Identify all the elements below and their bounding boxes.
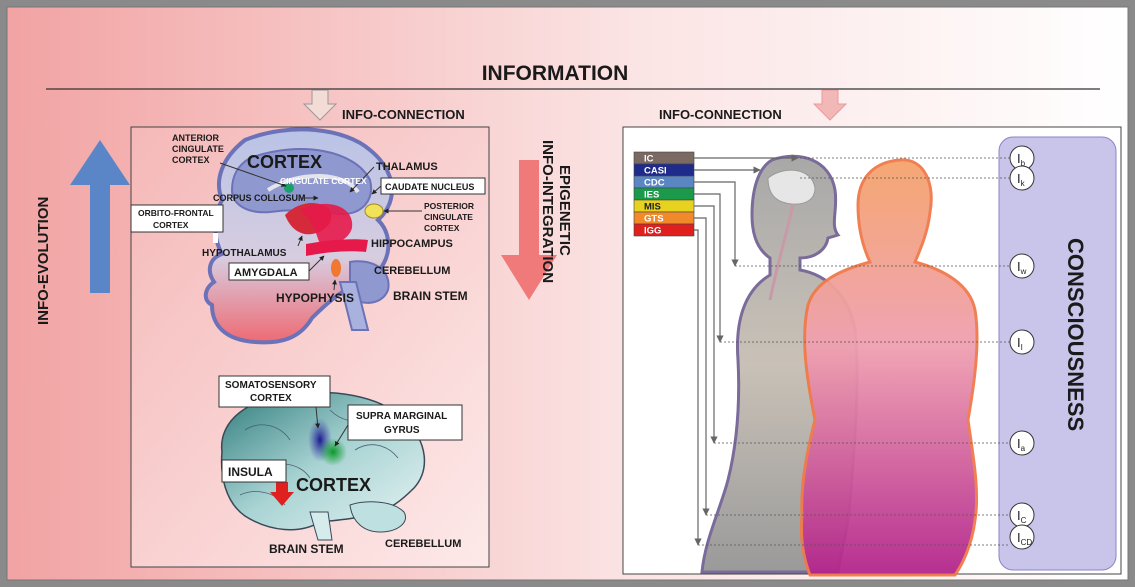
caudate-nucleus-shape [365,204,383,218]
legend-label-ies: IES [644,190,659,201]
somatosensory-label-2: CORTEX [250,393,292,404]
orbito-frontal-label-1: ORBITO-FRONTAL [138,208,214,218]
supra-marginal-region [319,438,347,466]
anterior-cingulate-label-3: CORTEX [172,155,210,165]
posterior-cingulate-label-3: CORTEX [424,223,460,233]
legend-label-cdc: CDC [644,178,665,189]
orbito-frontal-marker [213,233,218,243]
legend-swatch-ic [634,152,694,164]
legend-swatch-mis [634,200,694,212]
lateral-cortex-label: CORTEX [296,475,371,495]
anterior-cingulate-label-2: CINGULATE [172,144,224,154]
hypophysis-shape [331,259,341,277]
information-title: INFORMATION [482,62,629,85]
epigenetic-label: EPIGENETIC [556,165,573,256]
legend-swatch-gts [634,212,694,224]
caudate-nucleus-label: CAUDATE NUCLEUS [385,182,474,192]
hypothalamus-label: HYPOTHALAMUS [202,248,287,259]
lateral-brain-stem-label: BRAIN STEM [269,542,344,556]
posterior-cingulate-label-1: POSTERIOR [424,201,474,211]
cerebellum-label: CEREBELLUM [374,265,450,277]
legend-label-igg: IGG [644,226,661,237]
anterior-cingulate-label-1: ANTERIOR [172,133,220,143]
hypophysis-label: HYPOPHYSIS [276,291,354,305]
info-integration-label: INFO-INTEGRATION [539,140,556,283]
cingulate-cortex-label: CINGULATE CORTEX [280,176,367,186]
consciousness-label: CONSCIOUSNESS [1063,238,1088,431]
supra-marginal-label-1: SUPRA MARGINAL [356,411,447,422]
somatosensory-label-1: SOMATOSENSORY [225,380,317,391]
info-evolution-label: INFO-EVOLUTION [35,197,52,325]
info-connection-label-right: INFO-CONNECTION [659,107,782,122]
legend-swatch-igg [634,224,694,236]
amygdala-label: AMYGDALA [234,267,298,279]
sagittal-brain-stem-label: BRAIN STEM [393,289,468,303]
legend-swatch-ies [634,188,694,200]
hippocampus-label: HIPPOCAMPUS [371,238,453,250]
info-connection-label-left: INFO-CONNECTION [342,107,465,122]
legend-label-ic: IC [644,154,654,165]
posterior-cingulate-label-2: CINGULATE [424,212,473,222]
legend-label-gts: GTS [644,214,664,225]
corpus-collosum-label: CORPUS COLLOSUM [213,193,306,203]
sagittal-cortex-label: CORTEX [247,152,322,172]
legend-label-casi: CASI [644,166,667,177]
lateral-cerebellum-label: CEREBELLUM [385,538,461,550]
orbito-frontal-label-2: CORTEX [153,220,189,230]
legend-label-mis: MIS [644,202,661,213]
supra-marginal-label-2: GYRUS [384,425,420,436]
thalamus-label: THALAMUS [376,161,438,173]
insula-label: INSULA [228,465,273,479]
